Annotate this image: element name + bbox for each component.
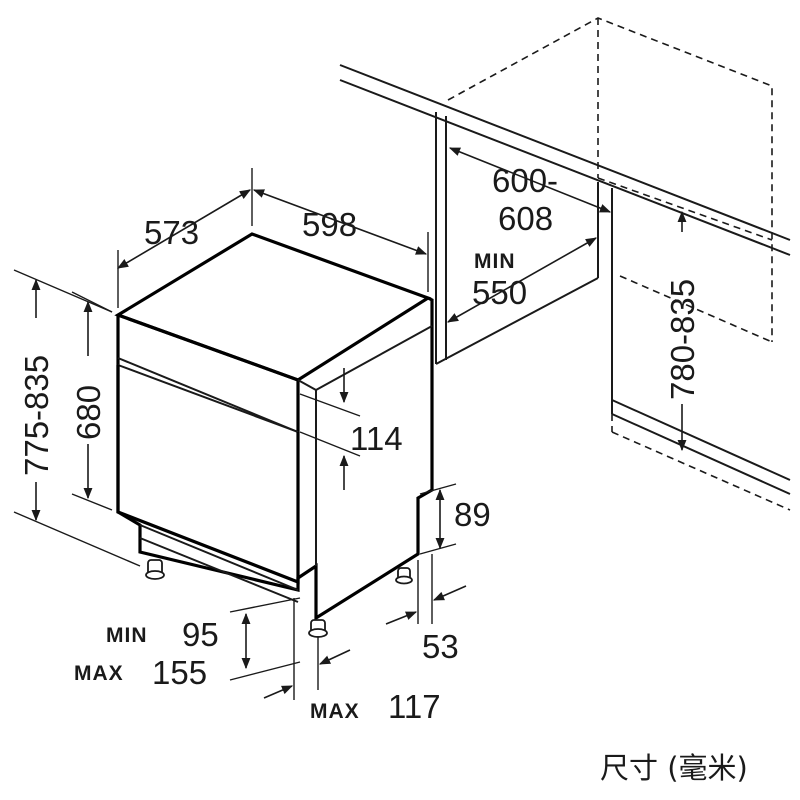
plinth-max-value: 117	[388, 688, 441, 725]
plinth-max-tag: MAX	[310, 700, 360, 723]
plinth-offset-label: 53	[422, 628, 459, 665]
niche-height-label: 780-835	[664, 279, 701, 400]
units-caption: 尺寸 (毫米)	[600, 751, 748, 785]
foot-min-value: 95	[182, 616, 219, 653]
foot-min-tag: MIN	[106, 624, 148, 647]
total-height-label: 775-835	[18, 355, 55, 476]
niche-min-value: 550	[472, 274, 527, 311]
feet	[145, 559, 413, 638]
niche-depth-label-1: 600-	[492, 162, 558, 199]
foot-max-tag: MAX	[74, 662, 124, 685]
width-label: 598	[302, 206, 357, 243]
foot-max-value: 155	[152, 654, 207, 691]
depth-label: 573	[144, 214, 199, 251]
niche-min-tag: MIN	[474, 250, 516, 273]
body-height-label: 680	[70, 385, 107, 440]
dimension-lines	[13, 147, 687, 700]
niche-depth-label-2: 608	[498, 200, 553, 237]
dimension-labels: 573 598 600- 608 MIN 550 780-835 775-835…	[18, 162, 748, 785]
niche-cabinet	[339, 17, 791, 511]
plinth-height-label: 89	[454, 496, 491, 533]
panel-height-label: 114	[350, 420, 403, 457]
dishwasher-body	[114, 232, 434, 621]
